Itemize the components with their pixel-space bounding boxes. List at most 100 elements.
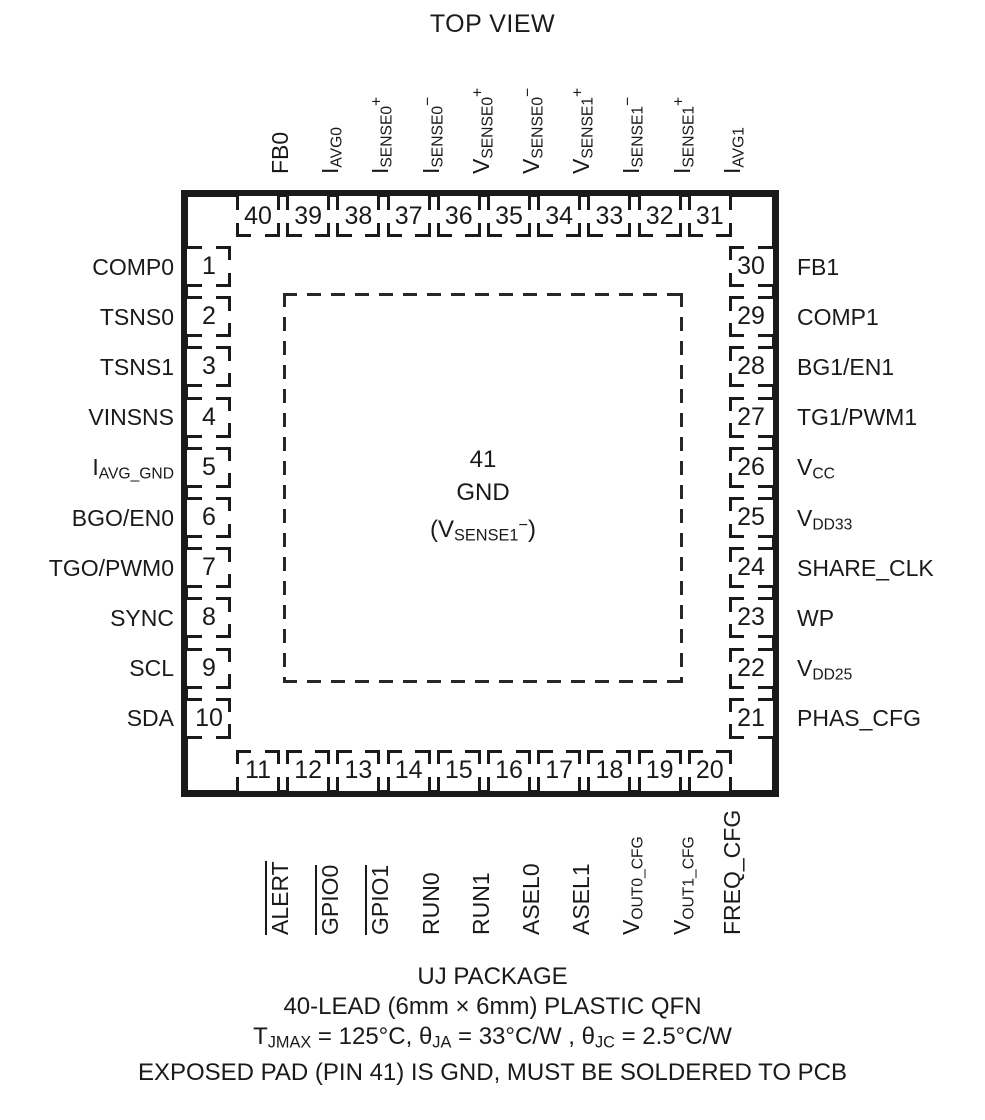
pad-edge-segment	[187, 334, 203, 338]
pin-label-subscript: AVG_GND	[98, 465, 174, 483]
paren-open: (V	[430, 515, 455, 543]
pad-edge-segment	[729, 647, 732, 662]
pin-pad-12[interactable]: 12	[286, 750, 331, 791]
pin-label-18: VOUT0_CFG	[618, 836, 646, 935]
pin-pad-11[interactable]: 11	[236, 750, 280, 791]
pin-pad-20[interactable]: 20	[687, 750, 732, 791]
pin-pad-32[interactable]: 32	[637, 196, 682, 237]
pin-label-26: VCC	[797, 456, 835, 482]
pin-number: 17	[545, 756, 574, 784]
pin-pad-24[interactable]: 24	[729, 547, 773, 589]
pad-edge-segment	[336, 196, 340, 211]
pad-edge-segment	[228, 497, 231, 512]
pad-edge-segment	[436, 196, 440, 211]
pin-pad-26[interactable]: 26	[729, 446, 773, 488]
pad-edge-segment	[729, 547, 745, 551]
pad-edge-segment	[477, 750, 481, 765]
pin-pad-18[interactable]: 18	[587, 750, 632, 791]
pin-pad-28[interactable]: 28	[729, 346, 773, 388]
pin-pad-13[interactable]: 13	[336, 750, 381, 791]
pad-edge-segment	[757, 597, 773, 601]
pin-pad-19[interactable]: 19	[637, 750, 682, 791]
pin-pad-9[interactable]: 9	[187, 647, 231, 689]
pin-pad-36[interactable]: 36	[436, 196, 481, 237]
pad-edge-segment	[587, 234, 603, 237]
pin-label-19: VOUT1_CFG	[669, 836, 697, 935]
pad-edge-segment	[728, 776, 732, 791]
pin-pad-33[interactable]: 33	[587, 196, 632, 237]
pin-label-13: GPIO1	[365, 864, 394, 935]
pin-pad-14[interactable]: 14	[386, 750, 431, 791]
pin-label-base: I	[718, 167, 745, 174]
pin-pad-30[interactable]: 30	[729, 246, 773, 287]
pin-pad-5[interactable]: 5	[187, 446, 231, 488]
pin-label-36: VSENSE0+	[468, 88, 496, 174]
pad-edge-segment	[729, 547, 732, 562]
pad-edge-segment	[187, 346, 203, 350]
pad-edge-segment	[565, 234, 582, 237]
pin-pad-16[interactable]: 16	[487, 750, 531, 791]
pad-edge-segment	[277, 196, 280, 211]
pin-pad-3[interactable]: 3	[187, 346, 231, 388]
pin-pad-23[interactable]: 23	[729, 597, 773, 639]
pad-edge-segment	[187, 384, 203, 388]
pad-edge-segment	[436, 222, 440, 237]
pin-number: 34	[545, 202, 574, 230]
pin-pad-10[interactable]: 10	[187, 697, 231, 739]
pin-pad-38[interactable]: 38	[336, 196, 381, 237]
pin-pad-7[interactable]: 7	[187, 547, 231, 589]
pin-label-3: TSNS1	[100, 355, 174, 379]
pin-pad-27[interactable]: 27	[729, 396, 773, 438]
pad-edge-segment	[729, 473, 732, 488]
pad-edge-segment	[729, 484, 745, 488]
pad-edge-segment	[615, 750, 632, 753]
pin-number: 21	[737, 703, 765, 732]
pin-pad-35[interactable]: 35	[487, 196, 531, 237]
pin-pad-39[interactable]: 39	[286, 196, 331, 237]
pin-pad-8[interactable]: 8	[187, 597, 231, 639]
pin-pad-22[interactable]: 22	[729, 647, 773, 689]
pin-pad-21[interactable]: 21	[729, 697, 773, 739]
pin-label-base: V	[568, 158, 595, 174]
pin-pad-6[interactable]: 6	[187, 497, 231, 538]
pin-pad-2[interactable]: 2	[187, 296, 231, 338]
pad-edge-segment	[729, 697, 732, 713]
pad-edge-segment	[729, 296, 745, 300]
pad-edge-segment	[587, 776, 591, 791]
pin-label-base: RUN1	[467, 872, 494, 935]
pad-edge-segment	[757, 384, 773, 388]
pad-edge-segment	[215, 446, 231, 450]
pin-pad-25[interactable]: 25	[729, 497, 773, 538]
pad-edge-segment	[336, 234, 352, 237]
pin-pad-15[interactable]: 15	[436, 750, 481, 791]
pin-pad-4[interactable]: 4	[187, 396, 231, 438]
pin-label-superscript: +	[670, 96, 688, 106]
pin-label-8: SYNC	[110, 606, 174, 630]
pin-label-base: I	[367, 167, 394, 174]
pin-label-15: RUN1	[467, 872, 494, 935]
pin-label-7: TGO/PWM0	[49, 556, 174, 580]
pad-edge-segment	[465, 234, 481, 237]
pad-edge-segment	[215, 334, 231, 338]
pin-pad-40[interactable]: 40	[236, 196, 280, 237]
pin-pad-34[interactable]: 34	[537, 196, 582, 237]
pin-pad-31[interactable]: 31	[687, 196, 732, 237]
pin-number: 27	[737, 402, 765, 431]
pad-edge-segment	[615, 234, 632, 237]
pad-edge-segment	[528, 222, 531, 237]
pad-edge-segment	[637, 196, 641, 211]
pad-edge-segment	[236, 750, 239, 765]
pad-edge-segment	[757, 635, 773, 639]
pin-pad-29[interactable]: 29	[729, 296, 773, 338]
pad-edge-segment	[436, 750, 440, 765]
pad-edge-segment	[386, 750, 390, 765]
pad-edge-segment	[215, 384, 231, 388]
pin-pad-37[interactable]: 37	[386, 196, 431, 237]
pad-edge-segment	[757, 484, 773, 488]
pad-edge-segment	[187, 484, 203, 488]
pin-label-base: ALERT	[265, 861, 293, 935]
pin-pad-1[interactable]: 1	[187, 246, 231, 287]
pad-edge-segment	[728, 196, 732, 211]
pin-pad-17[interactable]: 17	[537, 750, 582, 791]
